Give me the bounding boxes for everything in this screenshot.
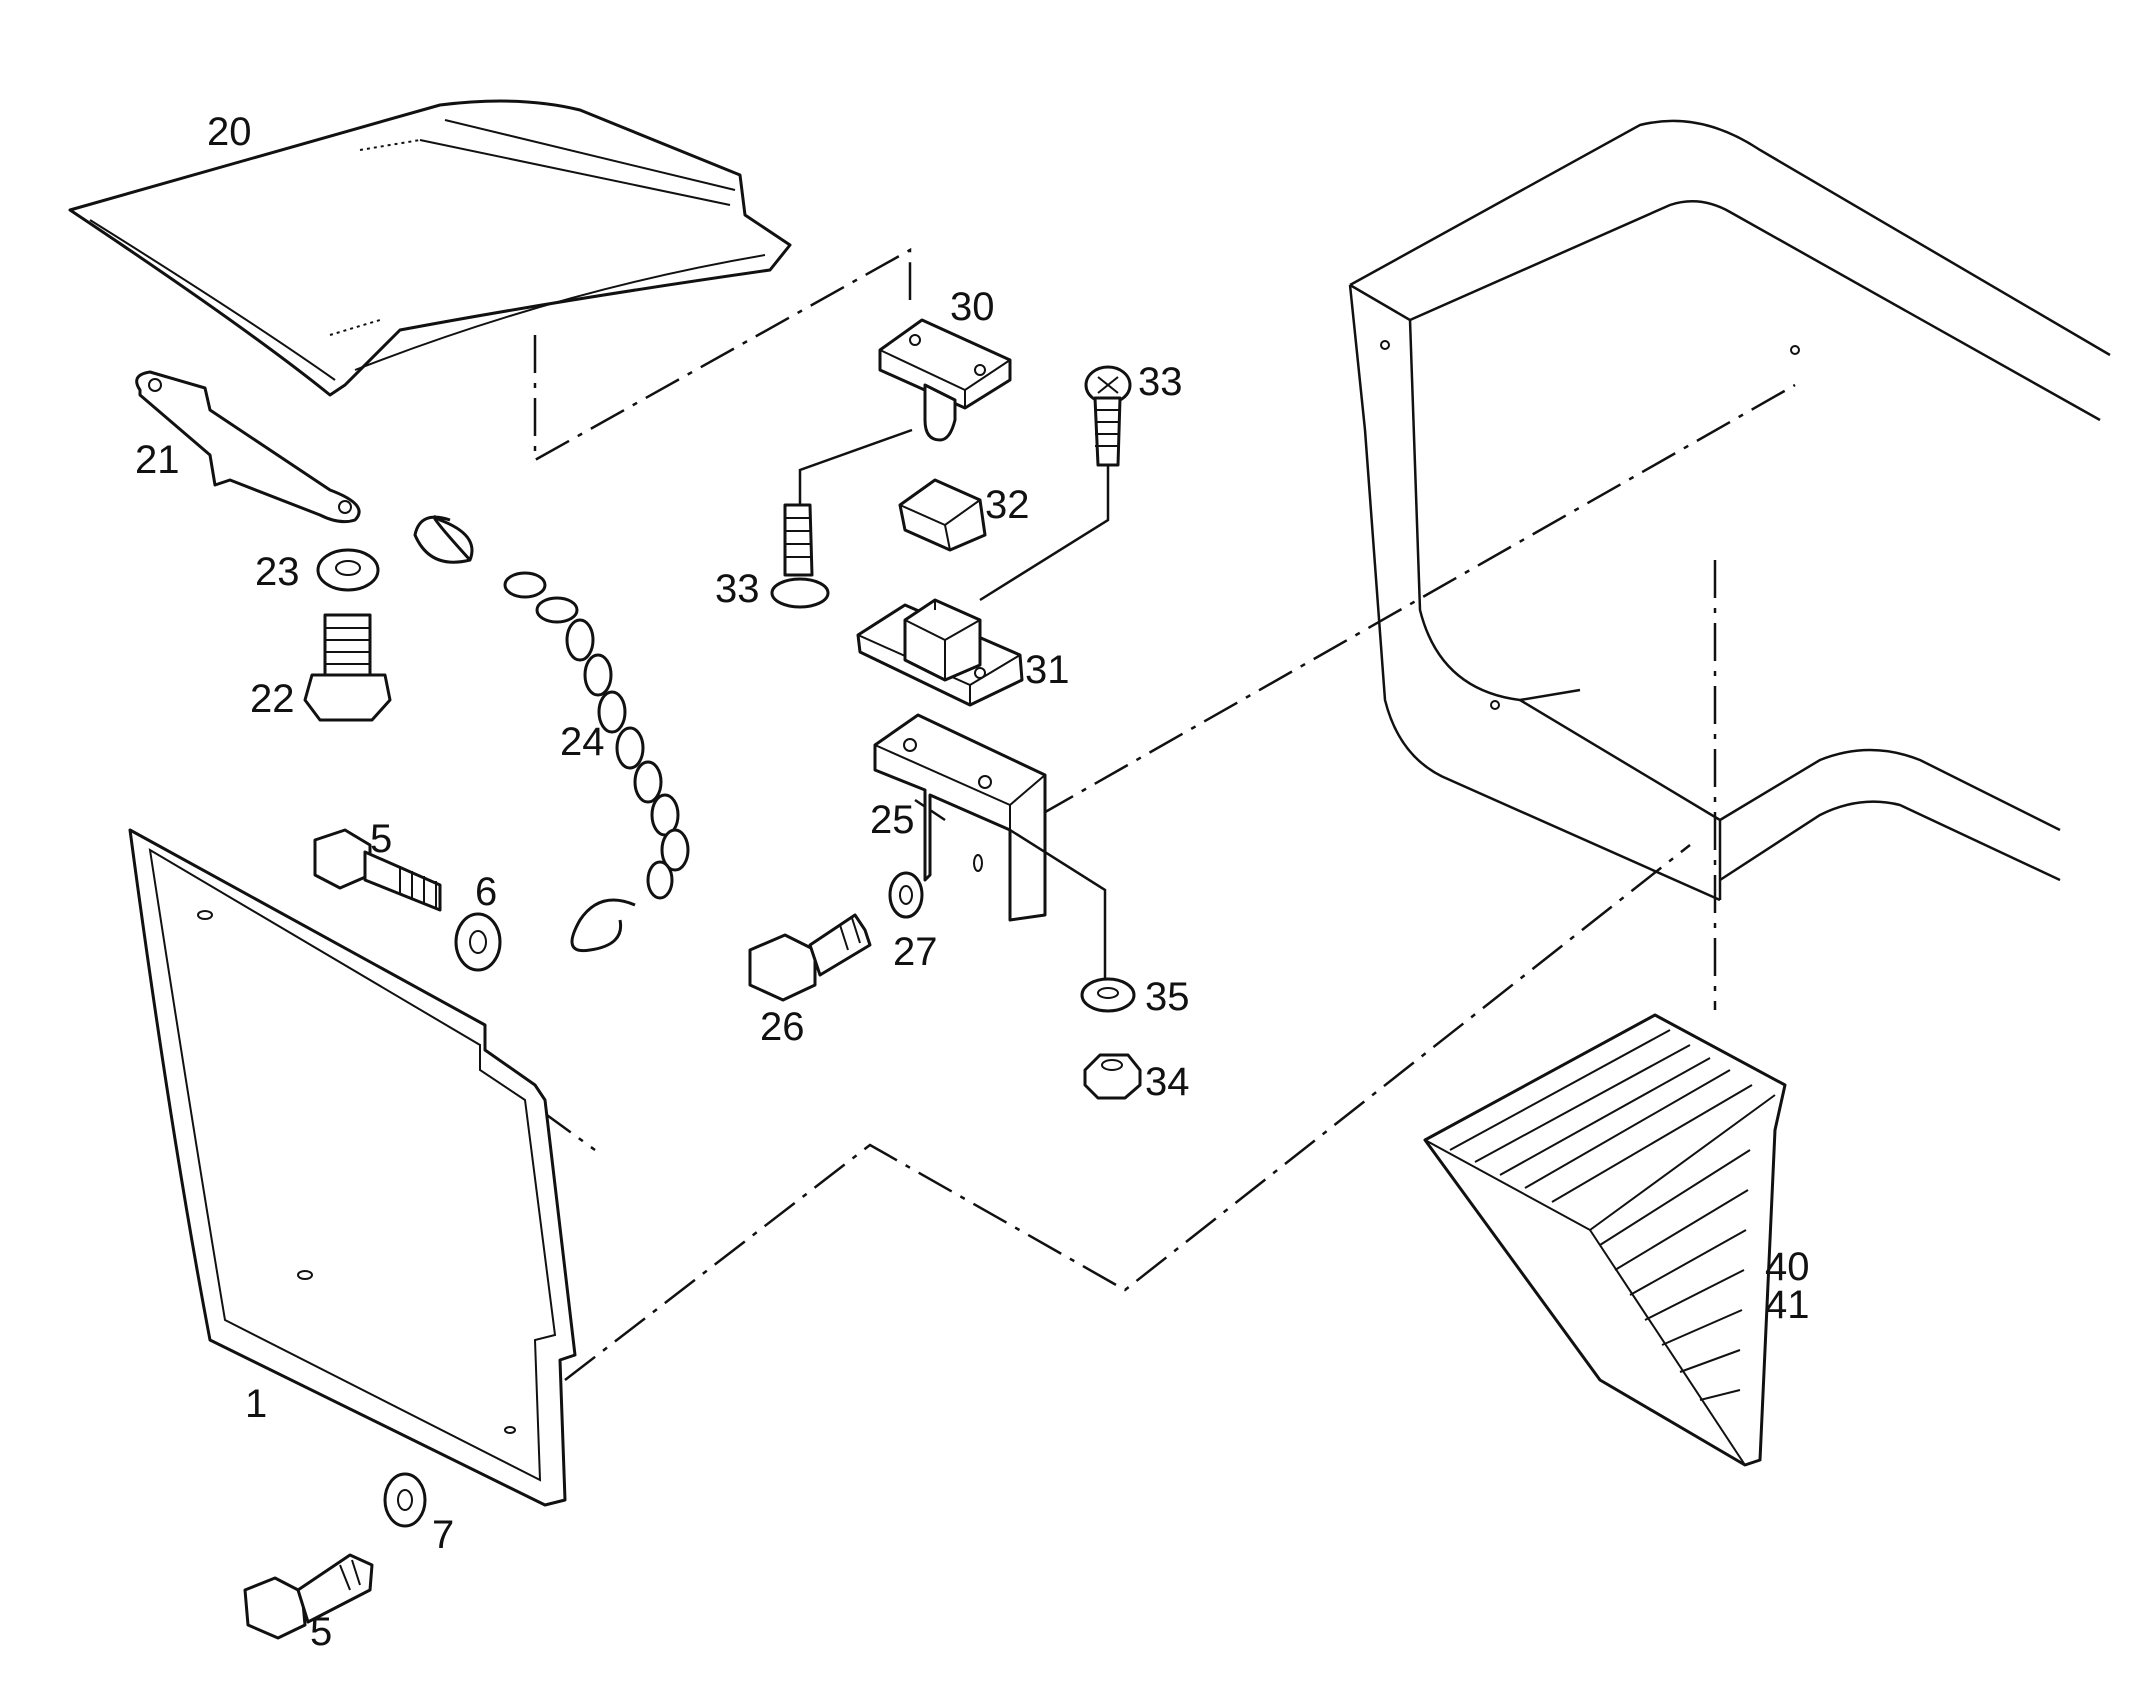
part-33-screw-lower — [770, 503, 830, 609]
part-20-cover-panel — [68, 99, 792, 397]
part-6-washer — [454, 912, 502, 972]
part-5-bolt-upper — [313, 828, 442, 912]
part-34-nut — [1083, 1053, 1142, 1100]
label-part-27: 27 — [893, 930, 938, 974]
label-part-25: 25 — [870, 798, 915, 842]
label-part-5-upper: 5 — [370, 817, 392, 861]
label-part-26: 26 — [760, 1005, 805, 1049]
part-32-rubber-block — [898, 478, 987, 552]
label-part-5-lower: 5 — [310, 1610, 332, 1654]
label-part-41: 41 — [1765, 1283, 1810, 1327]
part-27-washer — [888, 871, 924, 919]
label-part-30: 30 — [950, 285, 995, 329]
label-part-20: 20 — [207, 110, 252, 154]
part-1-mud-flap — [128, 828, 577, 1507]
label-part-40: 40 — [1765, 1245, 1810, 1289]
part-33-screw-upper — [1084, 365, 1132, 467]
label-part-24: 24 — [560, 720, 605, 764]
label-part-32: 32 — [985, 483, 1030, 527]
label-part-21: 21 — [135, 438, 180, 482]
part-31-mounting-block — [856, 598, 1024, 707]
part-22-bolt — [303, 613, 392, 722]
part-21-hinge-strap — [135, 370, 361, 524]
part-35-washer — [1080, 977, 1136, 1013]
part-25-bracket — [873, 713, 1107, 990]
label-part-23: 23 — [255, 550, 300, 594]
label-part-1: 1 — [245, 1382, 267, 1426]
label-part-34: 34 — [1145, 1060, 1190, 1104]
assembly-lines — [533, 247, 1796, 1381]
part-labels: 1 5 5 6 7 20 21 22 23 24 25 26 27 30 31 … — [135, 110, 1810, 1654]
screw-33-upper-leader — [979, 465, 1110, 602]
part-7-washer — [383, 1472, 427, 1528]
label-part-31: 31 — [1025, 648, 1070, 692]
label-part-35: 35 — [1145, 975, 1190, 1019]
label-part-6: 6 — [475, 870, 497, 914]
label-part-22: 22 — [250, 677, 295, 721]
part-30-hinge-plate — [878, 318, 1012, 442]
part-24-chain — [413, 515, 690, 953]
part-40-41-wheel-chock — [1423, 1013, 1787, 1467]
vehicle-body — [1348, 119, 2111, 902]
label-part-33-upper: 33 — [1138, 360, 1183, 404]
screw-33-leader — [798, 428, 913, 505]
label-part-7: 7 — [432, 1513, 454, 1557]
part-26-bolt — [748, 913, 872, 1002]
label-part-33-lower: 33 — [715, 567, 760, 611]
part-5-bolt-lower — [243, 1553, 374, 1640]
part-23-washer — [316, 548, 380, 592]
